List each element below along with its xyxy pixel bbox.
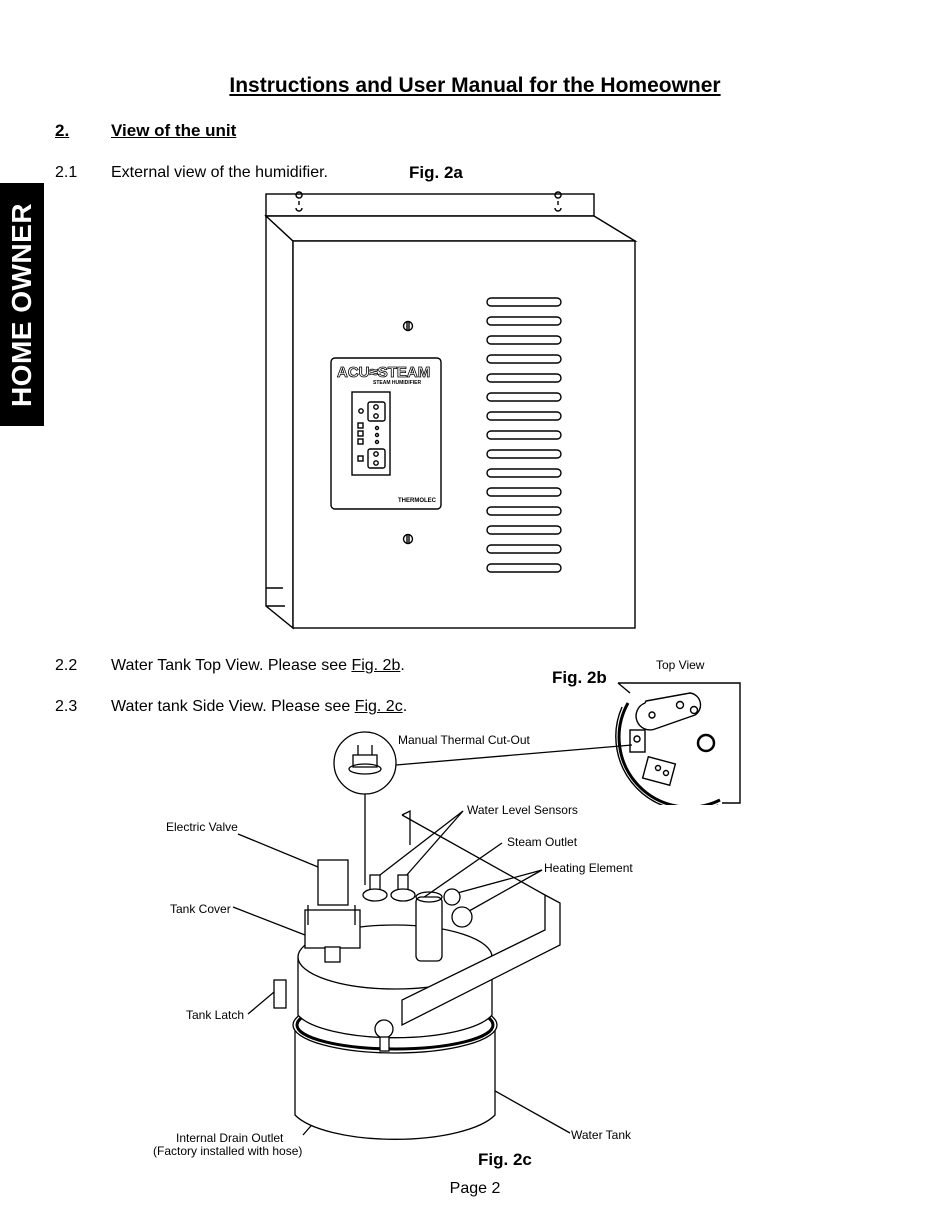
fig-2c-link[interactable]: Fig. 2c — [354, 698, 403, 715]
side-tab-label: HOME OWNER — [6, 202, 37, 407]
tank-side-view-drawing: Manual Thermal Cut-Out Water Level Senso… — [153, 731, 633, 1158]
item-2-1-text: External view of the humidifier. — [111, 164, 328, 181]
wall-bracket — [265, 193, 595, 217]
electric-valve — [317, 859, 349, 906]
louvers — [486, 297, 562, 573]
screw-icon — [402, 320, 414, 332]
item-2-3-text: Water tank Side View. Please see — [111, 698, 355, 715]
sensor-block — [641, 755, 677, 787]
item-2-3-line: Water tank Side View. Please see Fig. 2c… — [111, 698, 407, 716]
tank-latch — [273, 979, 287, 1009]
page-number: Page 2 — [449, 1180, 501, 1197]
item-2-2-text: Water Tank Top View. Please see — [111, 657, 352, 674]
callout-tank-cover: Tank Cover — [170, 902, 231, 916]
thermal-cutout-detail — [333, 731, 397, 795]
steam-outlet-top — [696, 733, 716, 753]
control-panel — [330, 357, 442, 510]
maker-logo: THERMOLEC — [398, 498, 437, 504]
item-2-3-suffix: . — [402, 698, 408, 715]
callout-drain-outlet-note: (Factory installed with hose) — [153, 1144, 302, 1158]
tank-cover-plate — [635, 692, 702, 731]
keyhole-right — [554, 191, 562, 212]
screw-icon — [402, 533, 414, 545]
fig-2b-link[interactable]: Fig. 2b — [351, 657, 401, 674]
mounting-bracket — [401, 814, 561, 1027]
callout-steam-outlet: Steam Outlet — [507, 835, 578, 849]
drain-outlet — [374, 1019, 394, 1039]
item-2-2-suffix: . — [400, 657, 405, 674]
item-2-3-number: 2.3 — [55, 698, 78, 715]
callout-heating-element: Heating Element — [544, 861, 633, 875]
item-2-1-number: 2.1 — [55, 164, 78, 181]
brand-logo: ACU≈STEAM — [337, 364, 430, 381]
panel-display — [351, 391, 391, 476]
thermal-cutout-top — [629, 729, 646, 753]
item-2-2-number: 2.2 — [55, 657, 78, 674]
section-number: 2. — [55, 121, 70, 140]
keyhole-left — [295, 191, 303, 212]
steam-outlet-pipe — [415, 896, 443, 962]
section-title: View of the unit — [111, 121, 237, 140]
callout-water-level-sensors: Water Level Sensors — [467, 803, 578, 817]
callout-water-tank: Water Tank — [571, 1128, 632, 1142]
tank-top-view-drawing: Top View — [615, 658, 741, 805]
item-2-2-line: Water Tank Top View. Please see Fig. 2b. — [111, 657, 405, 675]
home-owner-side-tab: HOME OWNER — [0, 183, 44, 426]
fig-2a-label: Fig. 2a — [409, 163, 463, 182]
fig-2b-label: Fig. 2b — [552, 668, 607, 687]
page-title: Instructions and User Manual for the Hom… — [229, 74, 721, 97]
callout-electric-valve: Electric Valve — [166, 820, 238, 834]
fig-2c-label: Fig. 2c — [478, 1150, 532, 1169]
brand-subtitle: STEAM HUMIDIFIER — [373, 380, 421, 386]
callout-tank-latch: Tank Latch — [186, 1008, 244, 1022]
callout-drain-outlet: Internal Drain Outlet — [176, 1131, 284, 1145]
top-view-caption: Top View — [656, 658, 705, 672]
callout-manual-thermal-cutout: Manual Thermal Cut-Out — [398, 733, 530, 747]
humidifier-cabinet-drawing: ACU≈STEAM STEAM HUMIDIFIER THERMOLEC — [264, 191, 638, 630]
water-tank — [294, 1025, 496, 1140]
